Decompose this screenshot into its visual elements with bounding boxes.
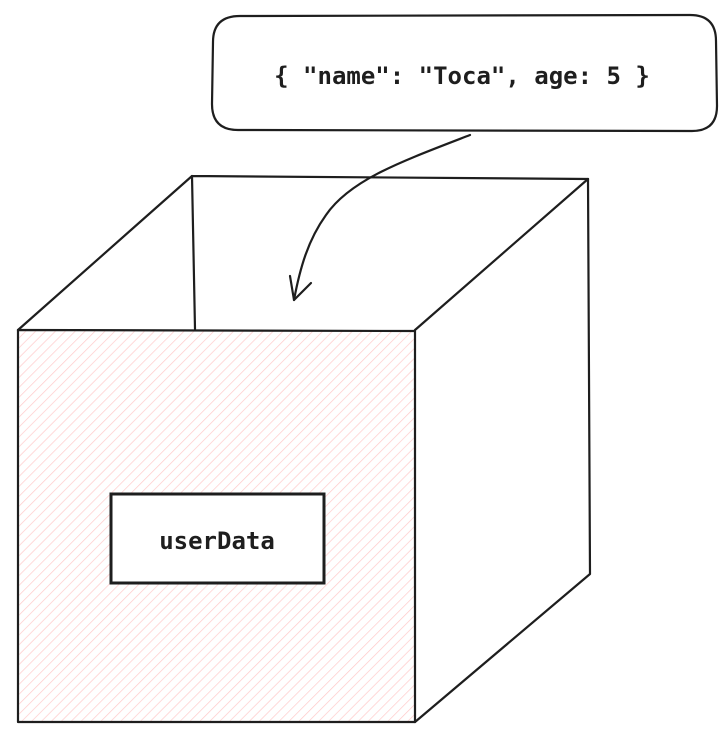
- value-bubble-outline: [210, 13, 719, 133]
- assign-arrow-head: [288, 274, 313, 302]
- box-side-face: [413, 177, 592, 724]
- value-text: { "name": "Toca", age: 5 }: [274, 62, 650, 90]
- box-top-diagonals: [16, 174, 590, 332]
- value-bubble: { "name": "Toca", age: 5 }: [210, 13, 719, 133]
- assign-arrow: [288, 133, 472, 302]
- box-label-text: userData: [159, 527, 275, 555]
- box-label-frame: [109, 492, 326, 585]
- box-front-face: [16, 328, 417, 724]
- box-label: userData: [109, 492, 326, 585]
- assign-arrow-shaft: [292, 133, 472, 302]
- box-back-edges: [190, 174, 590, 331]
